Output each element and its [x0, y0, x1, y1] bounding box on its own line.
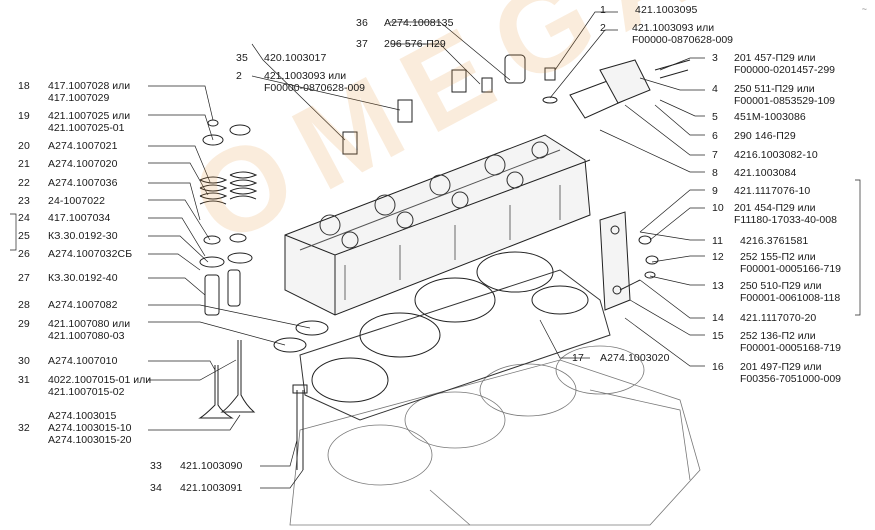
leader-lines [10, 11, 861, 489]
valve-springs [199, 119, 258, 316]
seat-rings [273, 320, 329, 353]
head-bolts [292, 384, 308, 470]
lifting-bracket [599, 211, 659, 311]
corner-mark: ~ [861, 4, 867, 14]
thermostat-housing [569, 59, 691, 119]
valves [198, 340, 256, 419]
caps-and-sleeves [342, 54, 558, 155]
callout-1[interactable]: 1 421.1003095 [600, 4, 698, 16]
engine-block-outline [289, 345, 701, 526]
head-gasket [299, 251, 611, 421]
cylinder-head [284, 134, 591, 316]
